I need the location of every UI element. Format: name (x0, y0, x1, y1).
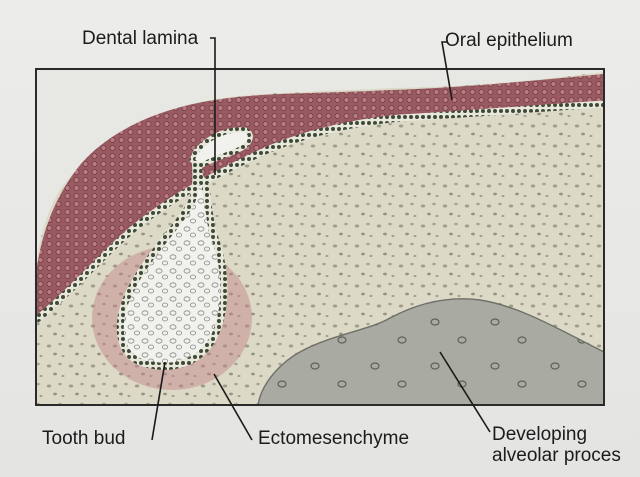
oral-epithelium-band (36, 74, 604, 320)
histology-plate (36, 69, 604, 405)
tooth-bud-shape (116, 144, 228, 370)
label-developing-alveolar-process: Developing alveolar proces (492, 424, 621, 467)
leader-line-tooth-bud (151, 361, 166, 441)
figure-frame (35, 68, 605, 406)
leader-line-alveolar (439, 351, 491, 433)
label-alveolar-line2: alveolar proces (492, 445, 621, 467)
label-ectomesenchyme: Ectomesenchyme (258, 428, 410, 449)
label-alveolar-line1: Developing (492, 424, 588, 445)
leader-line-ectomesenchyme (213, 373, 253, 441)
leader-line-oral-epithelium (441, 41, 453, 101)
basal-layer (36, 100, 604, 323)
leader-line-dental-lamina (210, 37, 216, 175)
alveolar-bone (258, 298, 604, 405)
label-dental-lamina: Dental lamina (82, 28, 199, 49)
label-tooth-bud: Tooth bud (42, 428, 126, 449)
label-oral-epithelium: Oral epithelium (445, 30, 573, 51)
